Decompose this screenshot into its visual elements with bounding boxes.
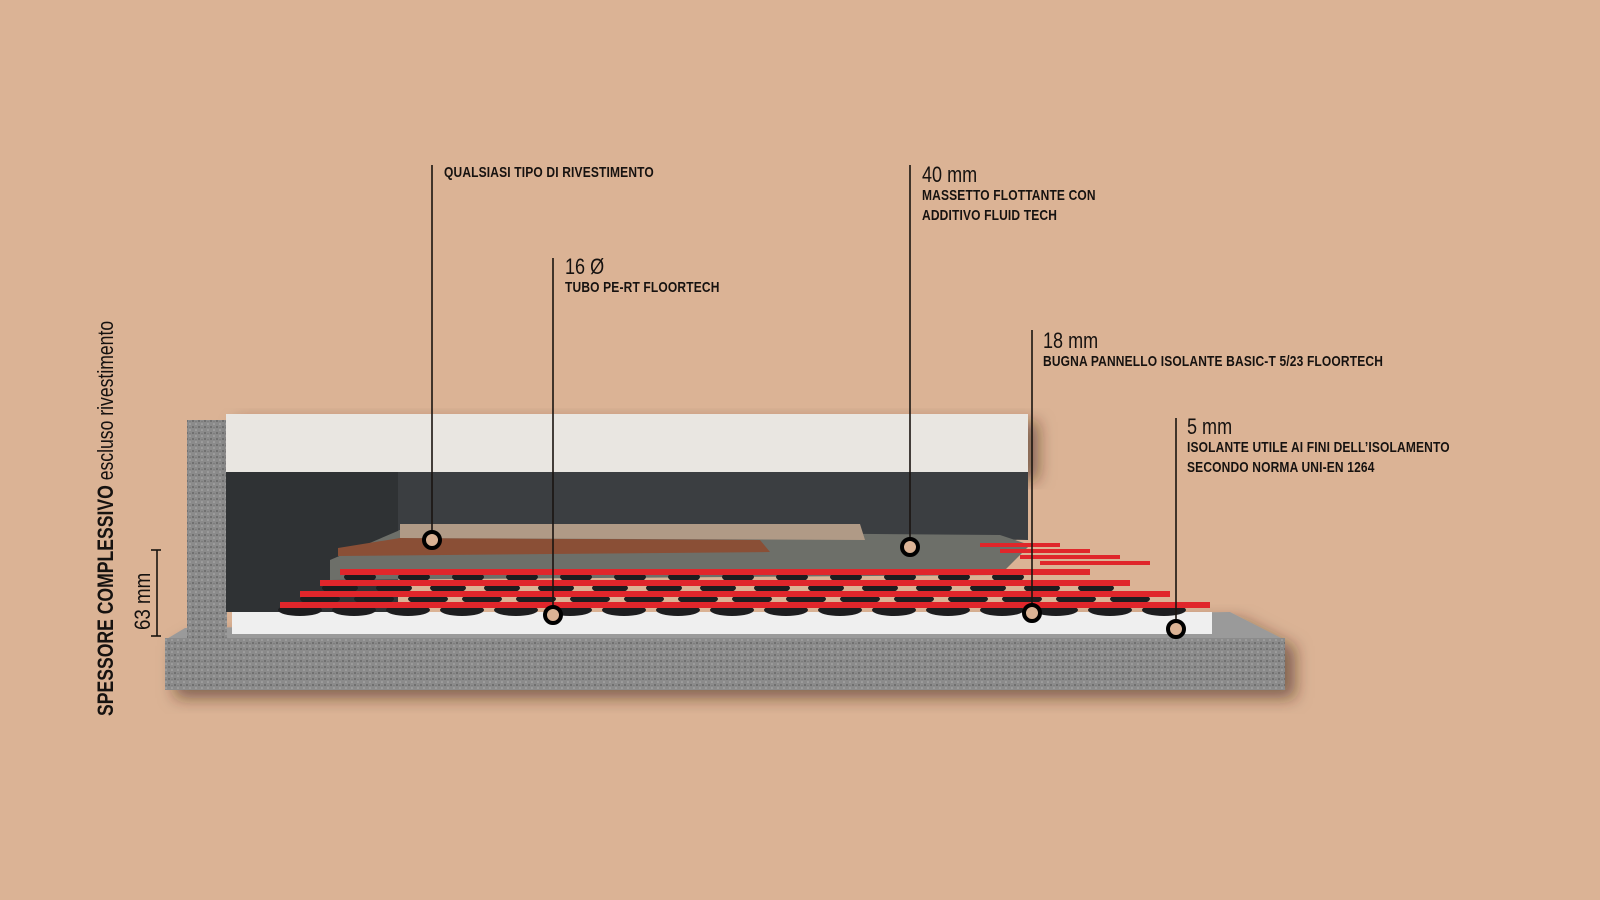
callout-size: 16 Ø xyxy=(565,254,605,279)
floor-covering-tile xyxy=(400,524,865,540)
callout-marker xyxy=(900,537,920,557)
callout-size: 18 mm xyxy=(1043,328,1099,353)
callout-marker xyxy=(543,605,563,625)
back-wall-plaster xyxy=(226,414,1028,472)
callout-insulation: 5 mm ISOLANTE UTILE AI FINI DELL’ISOLAME… xyxy=(1187,416,1515,477)
callout-text: ADDITIVO FLUID TECH xyxy=(922,206,1058,224)
perimeter-band xyxy=(226,472,1028,610)
title-bold: SPESSORE COMPLESSIVO xyxy=(93,485,118,716)
callout-floor-covering: QUALSIASI TIPO DI RIVESTIMENTO xyxy=(444,163,706,183)
callout-screed: 40 mm MASSETTO FLOTTANTE CON ADDITIVO FL… xyxy=(922,164,1139,225)
total-thickness-value: 63 mm xyxy=(130,572,155,630)
callout-text: MASSETTO FLOTTANTE CON xyxy=(922,187,1096,204)
callout-text: SECONDO NORMA UNI-EN 1264 xyxy=(1187,458,1375,476)
callout-marker xyxy=(422,530,442,550)
insulation-panel xyxy=(232,612,1212,634)
callout-marker xyxy=(1022,603,1042,623)
heating-pipes xyxy=(280,543,1210,608)
callout-panel-boss: 18 mm BUGNA PANNELLO ISOLANTE BASIC-T 5/… xyxy=(1043,330,1468,372)
total-thickness-title: SPESSORE COMPLESSIVO escluso rivestiment… xyxy=(93,320,118,716)
callout-pipe: 16 Ø TUBO PE-RT FLOORTECH xyxy=(565,256,758,298)
callout-text: TUBO PE-RT FLOORTECH xyxy=(565,279,720,296)
floor-covering-wood xyxy=(338,538,770,556)
callout-marker xyxy=(1166,619,1186,639)
title-rest: escluso rivestimento xyxy=(93,320,118,481)
callout-text: QUALSIASI TIPO DI RIVESTIMENTO xyxy=(444,164,654,181)
callout-text: ISOLANTE UTILE AI FINI DELL’ISOLAMENTO xyxy=(1187,439,1450,456)
callout-size: 5 mm xyxy=(1187,414,1233,439)
callout-text: BUGNA PANNELLO ISOLANTE BASIC-T 5/23 FLO… xyxy=(1043,353,1384,370)
callout-lines xyxy=(151,165,1177,637)
callout-size: 40 mm xyxy=(922,162,978,187)
side-wall xyxy=(187,420,227,638)
